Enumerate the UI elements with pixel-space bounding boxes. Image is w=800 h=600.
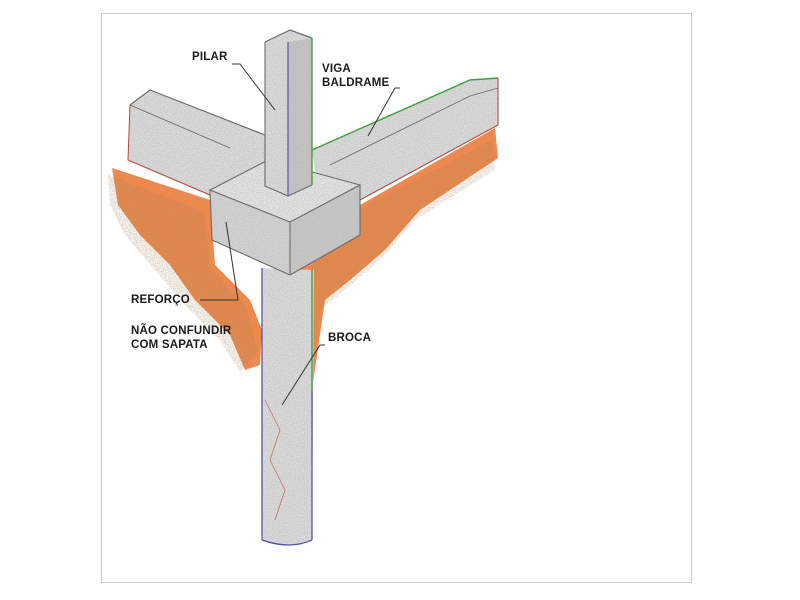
soil-right (298, 128, 498, 390)
leader-viga (367, 87, 400, 137)
broca-label: BROCA (328, 332, 372, 344)
viga-baldrame-left (127, 89, 266, 198)
leader-lines (200, 63, 400, 406)
reforco-label: REFORÇO (131, 294, 190, 306)
leader-pilar (232, 63, 276, 111)
pilar-label: PILAR (192, 51, 228, 63)
leader-broca (281, 344, 325, 406)
viga-baldrame-right (311, 77, 499, 201)
soil-left (108, 168, 262, 372)
pilar-column (264, 29, 313, 197)
broca-pile (261, 268, 314, 546)
leader-reforco (200, 221, 239, 301)
nao-confundir-label: NÃO CONFUNDIR COM SAPATA (131, 325, 232, 351)
viga-baldrame-label: VIGA BALDRAME (322, 63, 390, 89)
